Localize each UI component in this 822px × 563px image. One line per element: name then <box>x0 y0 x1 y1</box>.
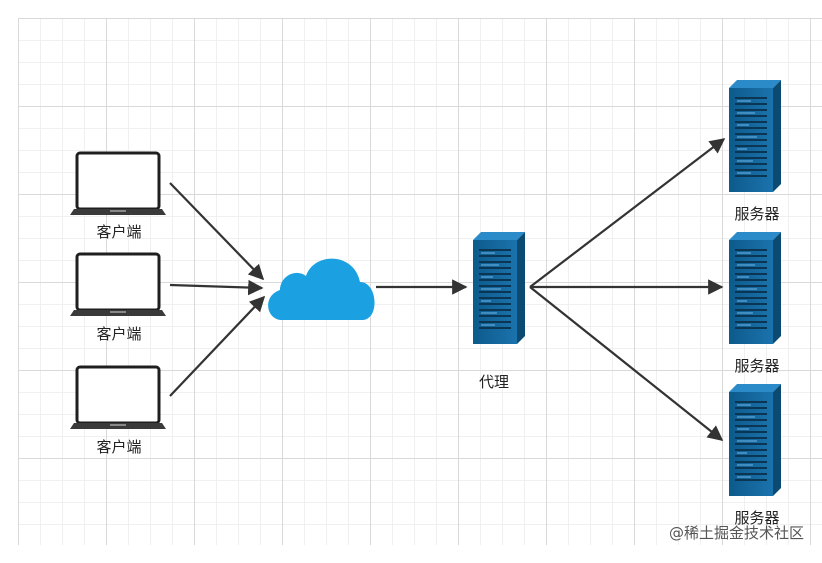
laptop-icon <box>68 365 168 431</box>
server-label-3: 服务器 <box>734 509 780 527</box>
client-label-1: 客户端 <box>96 223 142 241</box>
client-laptop-2 <box>68 252 168 318</box>
arrow-proxy-to-server3 <box>529 286 724 441</box>
client-laptop-1 <box>68 151 168 217</box>
server-icon <box>728 383 782 497</box>
arrow-client2-to-cloud <box>169 279 264 296</box>
proxy-server-icon <box>472 231 526 345</box>
client-label-2: 客户端 <box>96 325 142 343</box>
arrow-client3-to-cloud <box>169 295 266 397</box>
server-icon <box>728 79 782 193</box>
server-label-1: 服务器 <box>734 205 780 223</box>
arrow-client1-to-cloud <box>169 182 265 281</box>
watermark-text: @稀土掘金技术社区 <box>668 524 804 542</box>
cloud-icon <box>268 258 375 320</box>
laptop-icon <box>68 252 168 318</box>
server-label-2: 服务器 <box>734 357 780 375</box>
server-icon <box>728 231 782 345</box>
proxy-label: 代理 <box>478 373 509 391</box>
arrow-proxy-to-server1 <box>529 138 726 288</box>
diagram-canvas <box>18 18 822 545</box>
client-label-3: 客户端 <box>96 438 142 456</box>
laptop-icon <box>68 151 168 217</box>
client-laptop-3 <box>68 365 168 431</box>
